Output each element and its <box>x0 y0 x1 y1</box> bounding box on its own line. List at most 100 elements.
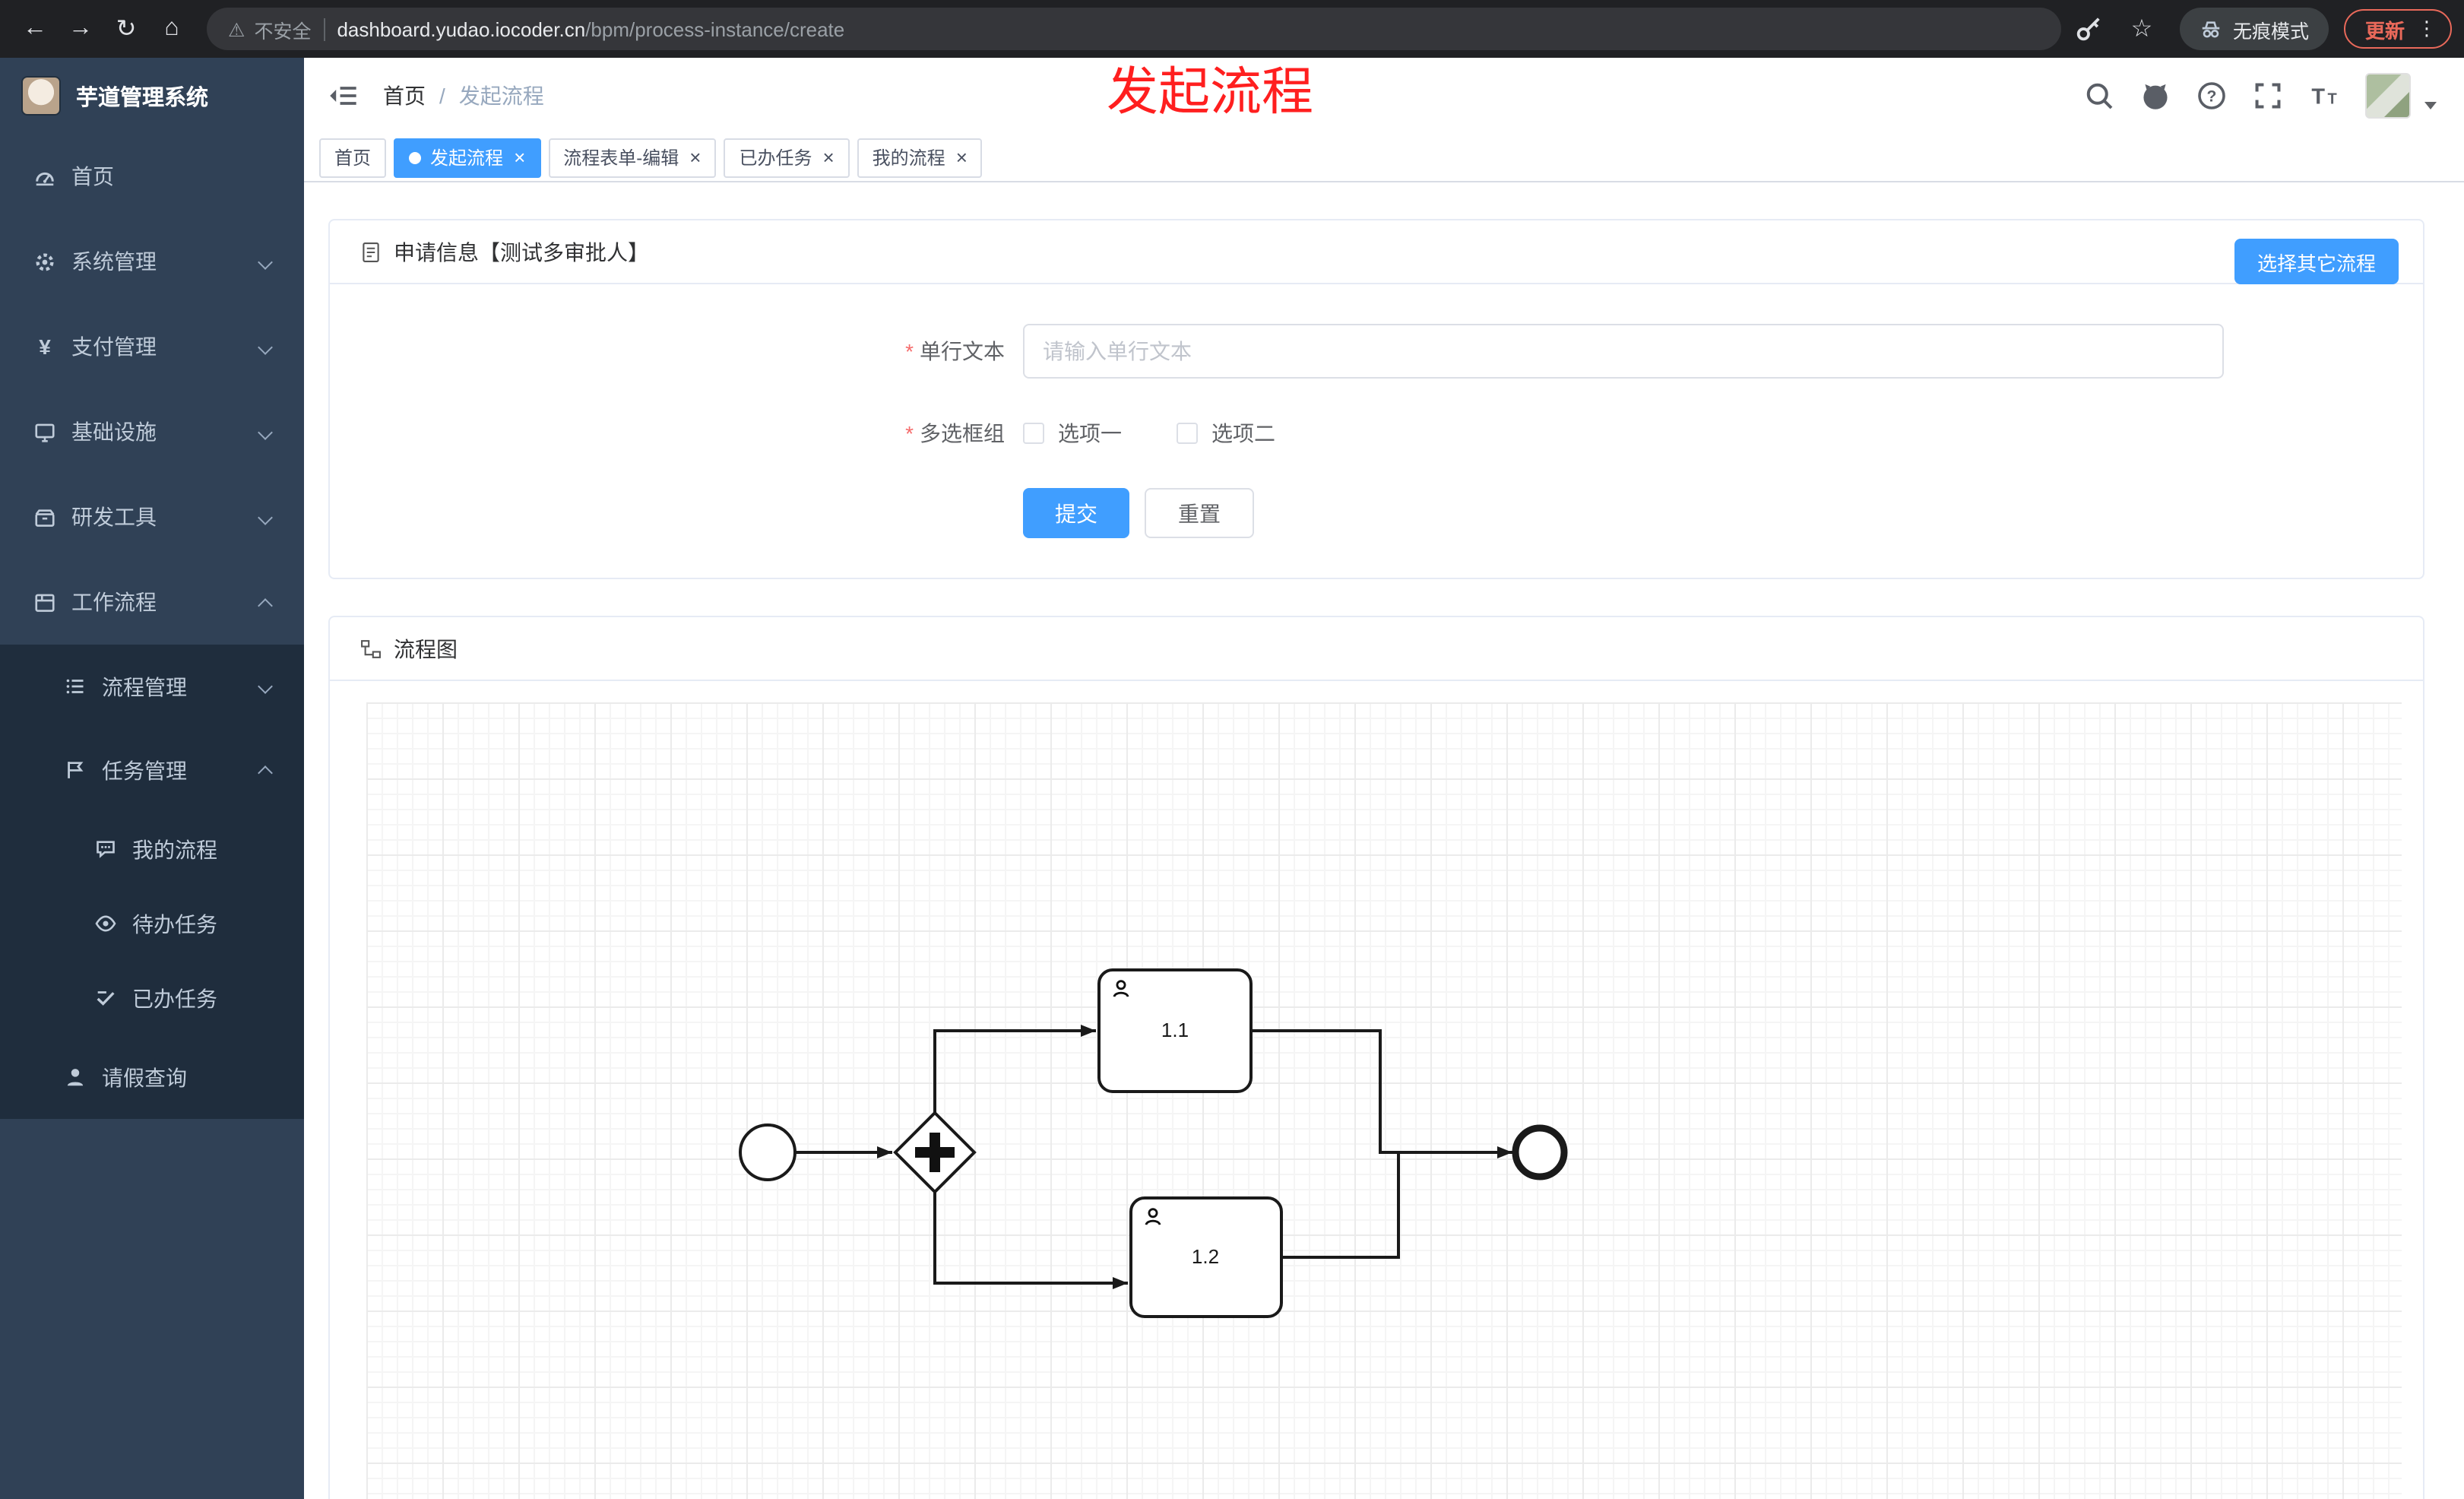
top-navbar: 首页 / 发起流程 ? <box>304 58 2464 134</box>
address-bar[interactable]: ⚠ 不安全 dashboard.yudao.iocoder.cn/bpm/pro… <box>207 8 2061 50</box>
sidebar-item-payment[interactable]: ¥ 支付管理 <box>0 304 304 389</box>
user-task-2-label: 1.2 <box>1192 1245 1219 1268</box>
checkbox-label: 选项二 <box>1211 421 1275 445</box>
single-line-text-input[interactable] <box>1023 324 2224 379</box>
svg-text:?: ? <box>2207 88 2217 106</box>
home-button[interactable]: ⌂ <box>164 15 179 41</box>
incognito-label: 无痕模式 <box>2232 21 2309 42</box>
submit-button[interactable]: 提交 <box>1023 488 1129 538</box>
diagram-icon <box>361 639 381 658</box>
close-icon[interactable]: × <box>822 146 835 169</box>
security-chip[interactable]: ⚠ 不安全 <box>228 14 311 43</box>
fullscreen-icon[interactable] <box>2253 81 2283 111</box>
security-label: 不安全 <box>254 21 312 42</box>
tab-label: 我的流程 <box>872 147 945 169</box>
close-icon[interactable]: × <box>689 146 702 169</box>
tab-start-process[interactable]: 发起流程 × <box>394 138 541 177</box>
diagram-card-title: 流程图 <box>394 636 458 661</box>
url-path: /bpm/process-instance/create <box>585 17 845 40</box>
sidebar-item-devtools[interactable]: 研发工具 <box>0 474 304 559</box>
close-icon[interactable]: × <box>955 146 968 169</box>
start-event-node[interactable] <box>739 1123 797 1181</box>
browser-toolbar: ← → ↻ ⌂ ⚠ 不安全 dashboard.yudao.iocoder.cn… <box>0 0 2464 58</box>
tab-label: 已办任务 <box>739 147 812 169</box>
checkbox-label: 选项一 <box>1058 421 1122 445</box>
tab-form-edit[interactable]: 流程表单-编辑 × <box>548 138 717 177</box>
toolbox-icon <box>35 509 55 526</box>
url-text[interactable]: dashboard.yudao.iocoder.cn/bpm/process-i… <box>337 17 844 40</box>
search-icon[interactable] <box>2084 81 2114 111</box>
sidebar-item-system[interactable]: 系统管理 <box>0 219 304 304</box>
chevron-down-icon <box>258 509 273 524</box>
active-dot <box>409 151 422 163</box>
sidebar-item-label: 我的流程 <box>132 837 217 861</box>
monitor-icon <box>35 423 55 442</box>
yen-icon: ¥ <box>39 334 51 359</box>
user-task-2-node[interactable]: 1.2 <box>1129 1196 1283 1318</box>
sidebar-item-done-tasks[interactable]: 已办任务 <box>0 961 304 1035</box>
tab-done-tasks[interactable]: 已办任务 × <box>724 138 850 177</box>
user-task-1-node[interactable]: 1.1 <box>1097 968 1253 1093</box>
reset-button[interactable]: 重置 <box>1145 488 1254 538</box>
font-size-icon[interactable]: T T <box>2309 81 2339 111</box>
bookmark-star-icon[interactable]: ☆ <box>2130 17 2153 43</box>
sidebar-item-label: 流程管理 <box>102 674 187 699</box>
update-label: 更新 <box>2364 19 2405 42</box>
sidebar-item-infrastructure[interactable]: 基础设施 <box>0 389 304 474</box>
app-title: 芋道管理系统 <box>76 86 208 110</box>
sidebar-item-label: 已办任务 <box>132 986 217 1010</box>
parallel-gateway-node[interactable] <box>893 1111 977 1194</box>
breadcrumb-home[interactable]: 首页 <box>383 84 426 108</box>
key-icon[interactable] <box>2073 14 2104 44</box>
choose-other-process-button[interactable]: 选择其它流程 <box>2234 239 2399 284</box>
flag-icon <box>68 762 84 778</box>
required-asterisk: * <box>905 421 914 445</box>
dashboard-icon <box>36 171 54 185</box>
user-avatar[interactable] <box>2365 73 2411 119</box>
apply-info-card: 申请信息【测试多审批人】 选择其它流程 *单行文本 *多选框组 选项一 <box>328 219 2424 579</box>
sidebar-item-home[interactable]: 首页 <box>0 134 304 219</box>
checkbox-box[interactable] <box>1177 423 1198 444</box>
sidebar-item-leave-query[interactable]: 请假查询 <box>0 1035 304 1119</box>
end-event-node[interactable] <box>1512 1124 1568 1181</box>
url-domain: dashboard.yudao.iocoder.cn <box>337 17 586 40</box>
tab-home[interactable]: 首页 <box>319 138 387 177</box>
checkbox-option-2[interactable]: 选项二 <box>1177 418 1275 448</box>
chevron-up-icon <box>258 597 273 613</box>
sidebar-item-process-management[interactable]: 流程管理 <box>0 645 304 728</box>
sidebar-item-workflow[interactable]: 工作流程 <box>0 559 304 645</box>
close-icon[interactable]: × <box>514 146 526 169</box>
workflow-submenu: 流程管理 任务管理 我的流程 <box>0 645 304 1119</box>
tags-view-bar: 首页 发起流程 × 流程表单-编辑 × 已办任务 × 我的流程 × <box>304 134 2464 182</box>
sidebar-item-label: 请假查询 <box>102 1065 187 1089</box>
forward-button[interactable]: → <box>68 15 93 41</box>
process-diagram-card: 流程图 <box>328 616 2424 1499</box>
app-logo[interactable]: 芋道管理系统 <box>0 58 304 134</box>
help-icon[interactable]: ? <box>2196 81 2227 111</box>
refresh-button[interactable]: ↻ <box>116 17 137 43</box>
tab-my-processes[interactable]: 我的流程 × <box>857 138 983 177</box>
chevron-down-icon <box>258 424 273 439</box>
checkbox-box[interactable] <box>1023 423 1044 444</box>
flow-task1-to-end <box>1251 1029 1512 1158</box>
chevron-down-icon <box>258 254 273 269</box>
checkbox-option-1[interactable]: 选项一 <box>1023 418 1122 448</box>
done-tasks-icon <box>97 991 115 1006</box>
warning-icon: ⚠ <box>228 19 245 40</box>
sidebar-item-my-processes[interactable]: 我的流程 <box>0 812 304 886</box>
tab-label: 首页 <box>334 147 372 169</box>
chevron-up-icon <box>258 765 273 781</box>
required-asterisk: * <box>905 339 914 363</box>
back-button[interactable]: ← <box>23 15 47 41</box>
sidebar-item-task-management[interactable]: 任务管理 <box>0 728 304 812</box>
tab-label: 流程表单-编辑 <box>563 147 679 169</box>
browser-menu-icon[interactable]: ⋮ <box>2417 17 2437 40</box>
avatar-dropdown-caret[interactable] <box>2424 102 2437 109</box>
sidebar-item-pending-tasks[interactable]: 待办任务 <box>0 886 304 961</box>
flow-gateway-to-task1 <box>933 1025 1096 1113</box>
bpmn-canvas[interactable]: 1.1 1.2 <box>366 702 2402 1499</box>
github-icon[interactable] <box>2140 81 2171 111</box>
sidebar-toggle-icon[interactable] <box>328 81 359 111</box>
update-button[interactable]: 更新 ⋮ <box>2343 9 2452 49</box>
